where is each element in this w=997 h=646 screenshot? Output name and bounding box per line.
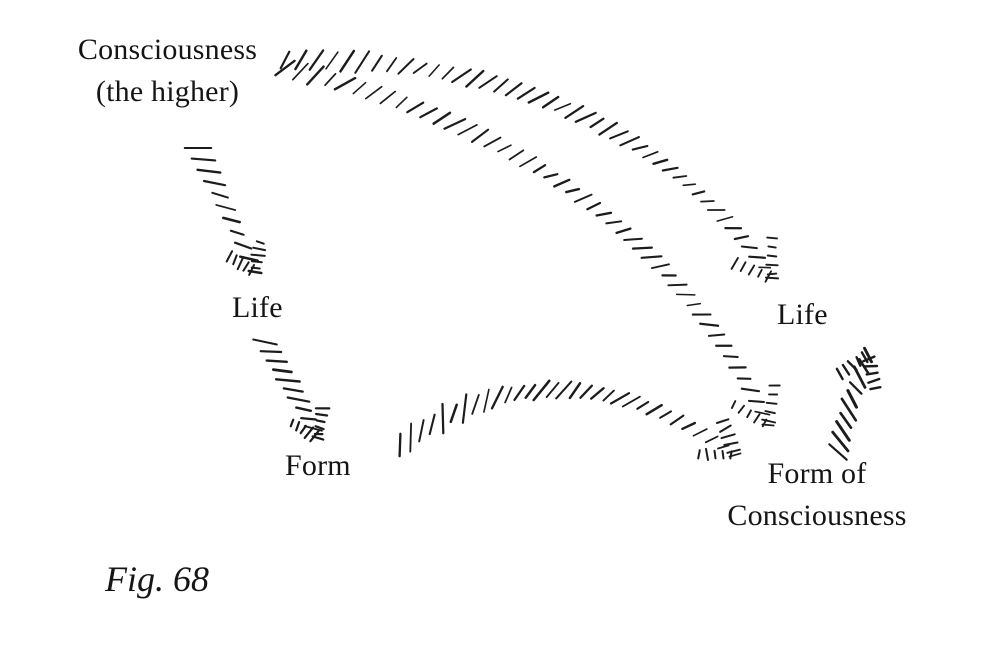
arrow-consciousness-to-life-left [183,147,267,276]
node-life-right: Life [777,298,828,331]
arrow-form-to-form-of-consciousness [398,379,742,461]
node-consciousness: Consciousness (the higher) [60,32,275,110]
figure-caption: Fig. 68 [105,559,209,599]
arrow-consciousness-to-life-right [279,49,780,283]
form-of-consciousness-label-line1: Form of [767,457,867,490]
node-life-left: Life [232,291,283,324]
node-form-of-consciousness: Form of Consciousness [711,456,923,534]
form-of-consciousness-label-line2: Consciousness [727,499,907,532]
consciousness-label: Consciousness [77,33,258,66]
consciousness-sublabel: (the higher) [95,75,240,108]
arrow-life-to-form-left [252,338,331,443]
arrow-consciousness-to-form-of-consciousness [274,59,781,428]
node-form-left: Form [285,449,351,482]
arrow-form-of-consciousness-to-life-right [828,346,882,461]
